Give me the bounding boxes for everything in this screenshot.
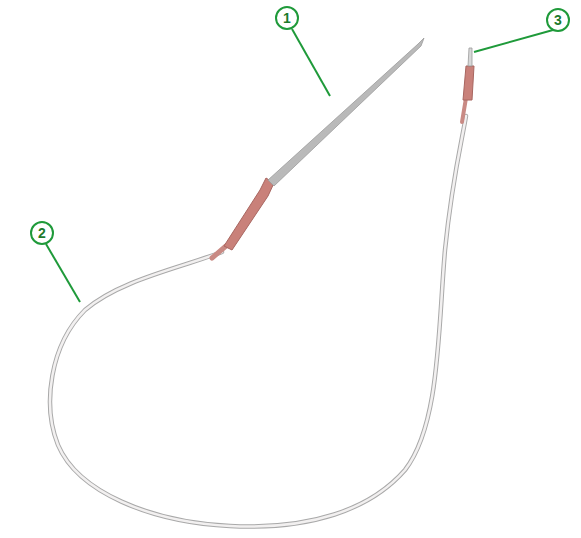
cable-outline [50,116,466,527]
cable [50,116,466,527]
callout-circle [276,7,298,29]
probe-needle [268,38,424,186]
strain-relief [212,246,226,258]
connector-body [463,66,474,100]
connector-relief [462,98,466,122]
callout-circle [547,9,569,31]
callout-number-box: 3 [547,9,569,31]
leader-line [46,244,80,302]
callout-number: 3 [554,12,562,28]
leader-line [474,30,553,52]
connector-pin [468,48,472,66]
probe-handle [224,178,274,250]
callout-number: 1 [283,10,291,26]
callout-circle [31,222,53,244]
leader-line [292,29,330,96]
callout-number-box: 1 [276,7,298,29]
callout-number-box: 2 [31,222,53,244]
callout-number: 2 [38,225,46,241]
